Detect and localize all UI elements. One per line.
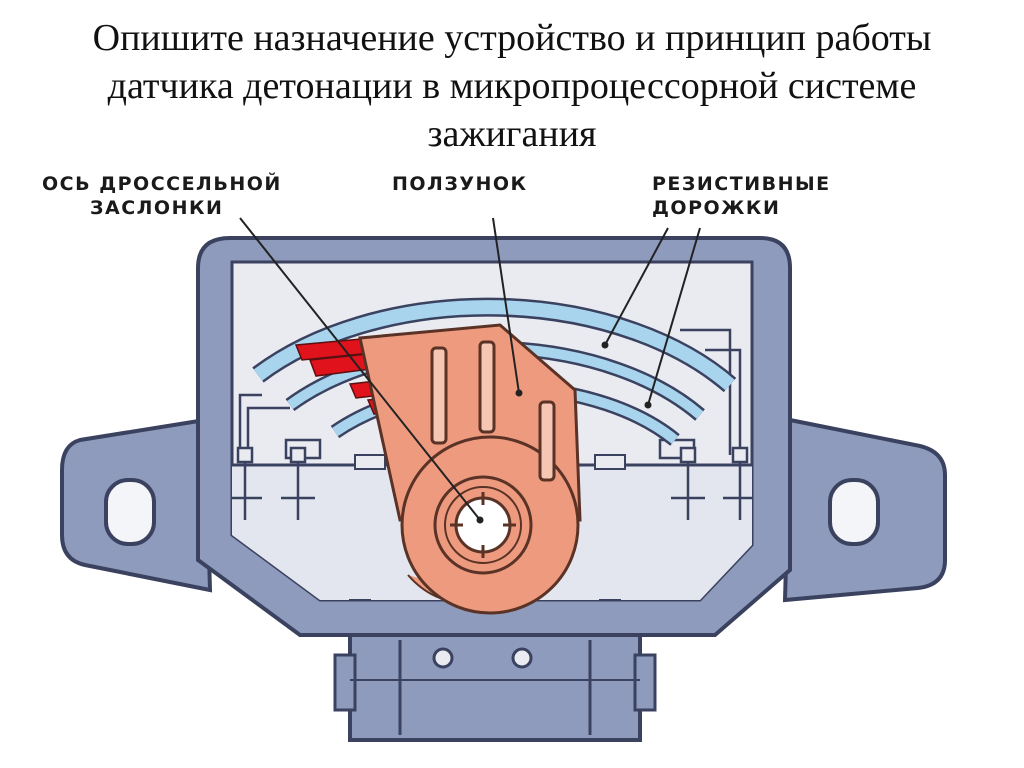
- title-line-1: Опишите назначение устройство и принцип …: [92, 17, 932, 59]
- leader-lines: [239, 217, 701, 521]
- label-resistive-tracks: РЕЗИСТИВНЫЕ ДОРОЖКИ: [652, 173, 831, 219]
- title-line-2: датчика детонации в микропроцессорной си…: [107, 65, 917, 107]
- throttle-shaft: [454, 496, 512, 554]
- title-line-3: зажигания: [427, 113, 597, 155]
- housing-flanges: [60, 417, 947, 603]
- right-mounting-hole: [828, 478, 880, 546]
- connector: [333, 628, 657, 742]
- slider: [358, 323, 582, 615]
- terminal-pins: [232, 446, 752, 520]
- left-mounting-hole: [104, 478, 156, 546]
- label-throttle-axis: ОСЬ ДРОССЕЛЬНОЙ ЗАСЛОНКИ: [42, 173, 282, 219]
- label-slider: ПОЛЗУНОК: [392, 173, 528, 195]
- slide-title: Опишите назначение устройство и принцип …: [40, 14, 984, 158]
